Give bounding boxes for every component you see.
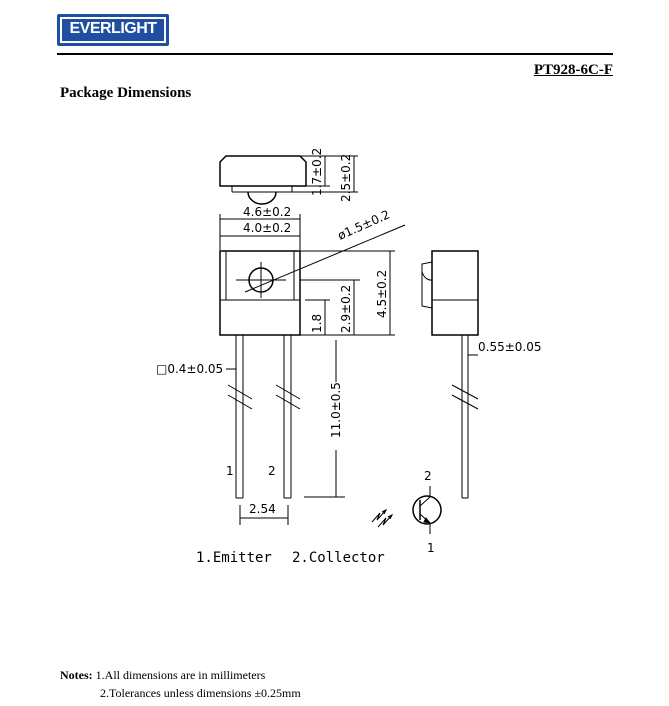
notes-label: Notes: <box>60 668 93 682</box>
logo-border <box>60 17 166 43</box>
pin-2-label: 2 <box>268 464 276 478</box>
notes: Notes: 1.All dimensions are in millimete… <box>60 666 301 702</box>
dim-lead-length: 11.0±0.5 <box>329 382 343 438</box>
header-rule <box>57 53 613 55</box>
dim-base-height: 1.8 <box>310 314 324 333</box>
front-view <box>219 224 406 499</box>
dim-body-height: 4.5±0.2 <box>375 270 389 318</box>
legend-collector: 2.Collector <box>292 550 385 566</box>
note-1: 1.All dimensions are in millimeters <box>95 668 266 682</box>
dim-width-outer: 4.6±0.2 <box>243 205 291 219</box>
logo-text: EVERLIGHT <box>69 20 157 37</box>
dim-lens-diameter: ø1.5±0.2 <box>336 207 392 242</box>
legend-emitter: 1.Emitter <box>196 550 272 566</box>
section-title: Package Dimensions <box>60 85 192 101</box>
dim-lens-height: 2.9±0.2 <box>339 285 353 333</box>
part-number: PT928-6C-F <box>533 62 613 78</box>
dim-lead-thickness: 0.55±0.05 <box>478 340 542 354</box>
top-view <box>219 155 358 205</box>
dim-top-total: 2.5±0.2 <box>339 154 353 202</box>
pin-1-label: 1 <box>226 464 234 478</box>
dim-lead-square: □0.4±0.05 <box>156 362 223 376</box>
side-view <box>421 250 479 499</box>
symbol-pin-2: 2 <box>424 469 432 483</box>
symbol-pin-1: 1 <box>427 541 435 555</box>
dim-width-inner: 4.0±0.2 <box>243 221 291 235</box>
dim-top-height: 1.7±0.2 <box>310 148 324 196</box>
everlight-logo: EVERLIGHT <box>57 14 169 46</box>
phototransistor-symbol <box>371 486 442 534</box>
dim-pitch: 2.54 <box>249 502 276 516</box>
note-2: 2.Tolerances unless dimensions ±0.25mm <box>100 686 301 700</box>
